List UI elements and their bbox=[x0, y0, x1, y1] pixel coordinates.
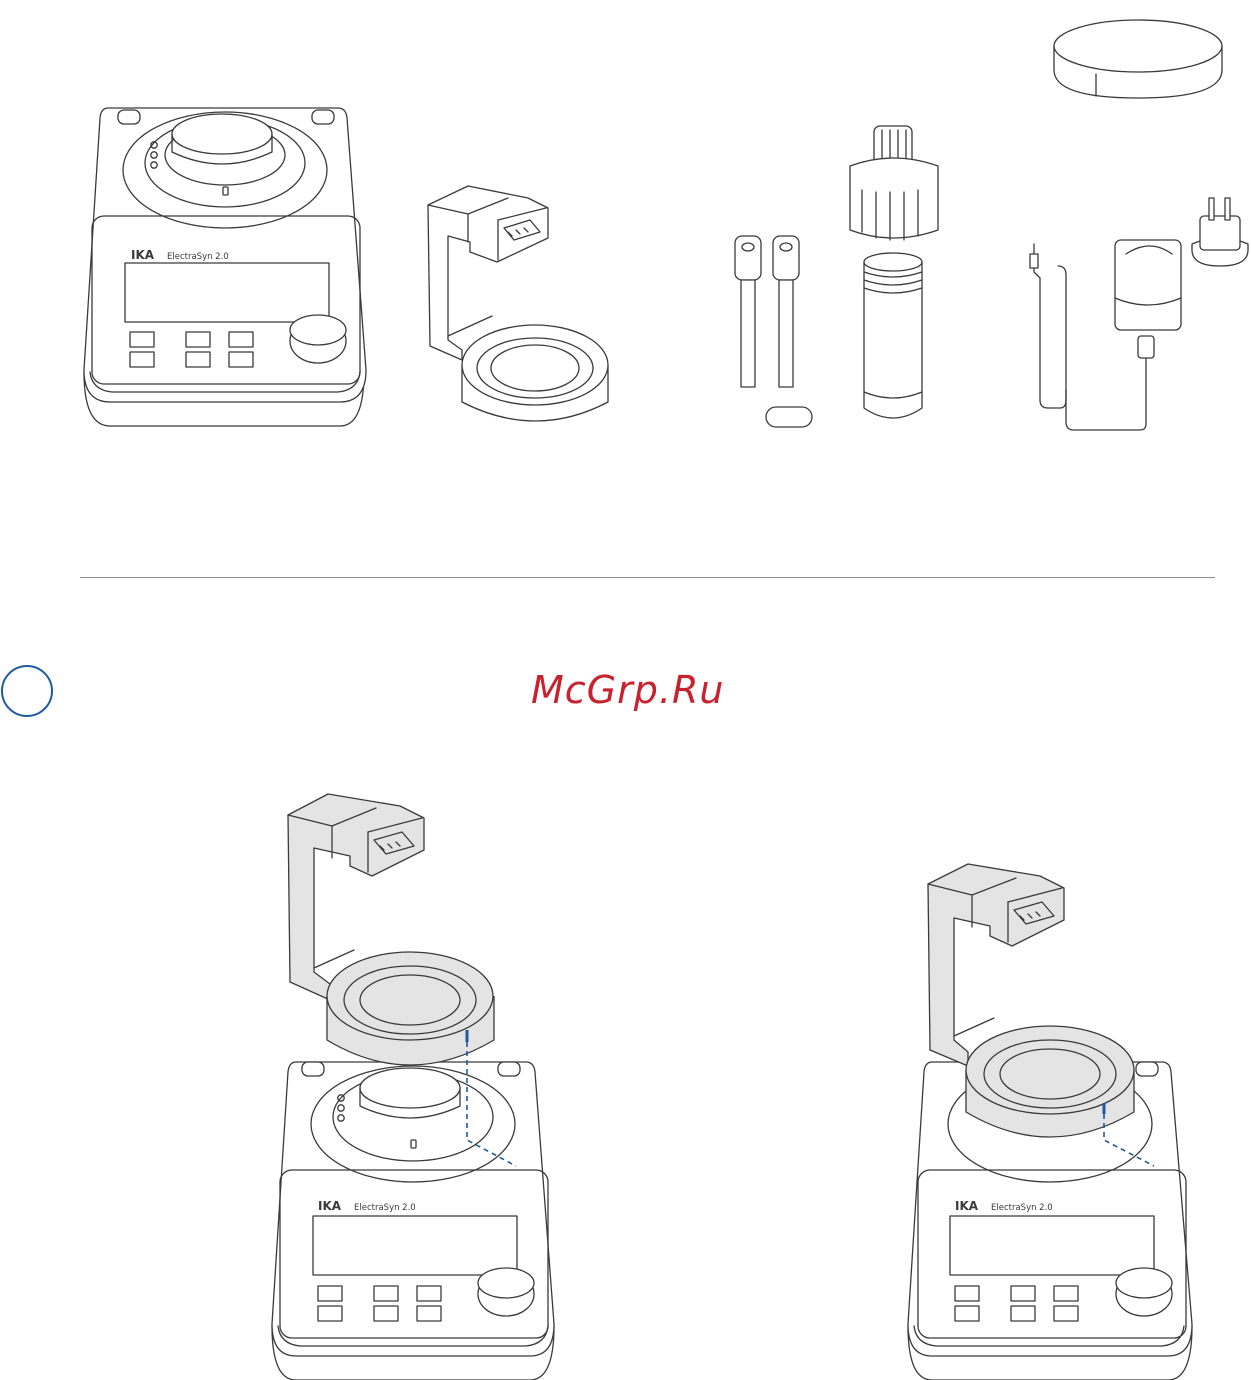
brand-label-2: IKA bbox=[318, 1199, 342, 1213]
cover-disk bbox=[1054, 20, 1222, 98]
step-number-circle bbox=[1, 665, 53, 717]
brand-label-1: IKA bbox=[131, 248, 155, 262]
electrode-stand bbox=[428, 186, 608, 421]
electrasyn-base-unit: IKA ElectraSyn 2.0 bbox=[84, 108, 366, 426]
watermark: McGrp.Ru bbox=[531, 668, 724, 712]
electrode-holders bbox=[735, 236, 812, 427]
power-supply bbox=[1030, 198, 1248, 430]
section-divider bbox=[80, 577, 1215, 578]
brand-label-3: IKA bbox=[955, 1199, 979, 1213]
model-label-1: ElectraSyn 2.0 bbox=[167, 252, 229, 262]
assembly-step-after: IKA ElectraSyn 2.0 bbox=[908, 864, 1192, 1380]
model-label-2: ElectraSyn 2.0 bbox=[354, 1203, 416, 1213]
assembly-step-before: IKA ElectraSyn 2.0 bbox=[272, 794, 554, 1380]
package-contents-illustration: IKA ElectraSyn 2.0 bbox=[0, 0, 1251, 580]
model-label-3: ElectraSyn 2.0 bbox=[991, 1203, 1053, 1213]
vial-with-cap bbox=[850, 126, 938, 418]
